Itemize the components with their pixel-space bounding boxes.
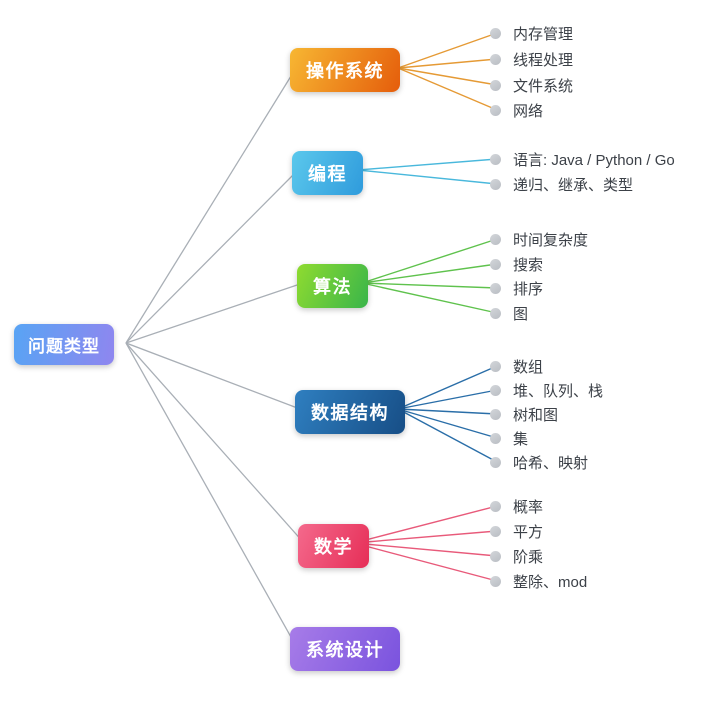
- branch-node-programming[interactable]: 编程: [292, 151, 363, 195]
- leaf-label: 排序: [513, 280, 544, 298]
- leaf-label: 线程处理: [513, 51, 574, 69]
- leaf-label: 平方: [513, 523, 544, 541]
- bullet-icon: [490, 500, 501, 512]
- bullet-icon: [490, 27, 501, 39]
- leaf-node-trees-and-graphs[interactable]: 树和图: [490, 402, 558, 426]
- leaf-node-search[interactable]: 搜索: [490, 252, 543, 276]
- bullet-icon: [490, 432, 501, 444]
- leaf-node-square[interactable]: 平方: [490, 519, 543, 543]
- leaf-label: 树和图: [513, 406, 559, 424]
- bullet-icon: [490, 178, 501, 190]
- leaf-label: 哈希、映射: [513, 454, 589, 472]
- leaf-label: 集: [513, 430, 529, 448]
- leaf-label: 堆、队列、栈: [513, 382, 604, 400]
- leaf-label: 网络: [513, 102, 544, 120]
- leaf-label: 文件系统: [513, 77, 574, 95]
- bullet-icon: [490, 384, 501, 396]
- bullet-icon: [490, 575, 501, 587]
- bullet-icon: [490, 53, 501, 65]
- leaf-node-probability[interactable]: 概率: [490, 494, 543, 518]
- bullet-icon: [490, 408, 501, 420]
- branch-node-data-structures[interactable]: 数据结构: [295, 390, 405, 434]
- branch-node-math[interactable]: 数学: [298, 524, 369, 568]
- leaf-label: 阶乘: [513, 548, 544, 566]
- leaf-node-heap-queue-stack[interactable]: 堆、队列、栈: [490, 378, 603, 402]
- bullet-icon: [490, 360, 501, 372]
- bullet-icon: [490, 456, 501, 468]
- leaf-node-file-system[interactable]: 文件系统: [490, 73, 573, 97]
- leaf-node-array[interactable]: 数组: [490, 354, 543, 378]
- branch-node-system-design[interactable]: 系统设计: [290, 627, 400, 671]
- leaf-node-divisibility-mod[interactable]: 整除、mod: [490, 569, 587, 593]
- bullet-icon: [490, 307, 501, 319]
- leaf-node-network[interactable]: 网络: [490, 98, 543, 122]
- bullet-icon: [490, 525, 501, 537]
- leaf-label: 搜索: [513, 256, 544, 274]
- leaf-node-factorial[interactable]: 阶乘: [490, 544, 543, 568]
- bullet-icon: [490, 550, 501, 562]
- leaf-node-thread-handling[interactable]: 线程处理: [490, 47, 573, 71]
- leaf-label: 整除、mod: [513, 573, 588, 591]
- branch-node-algorithms[interactable]: 算法: [297, 264, 368, 308]
- bullet-icon: [490, 153, 501, 165]
- bullet-icon: [490, 233, 501, 245]
- leaf-node-recursion-inheritance-types[interactable]: 递归、继承、类型: [490, 172, 633, 196]
- leaf-label: 数组: [513, 358, 544, 376]
- leaf-label: 时间复杂度: [513, 231, 589, 249]
- leaf-node-time-complexity[interactable]: 时间复杂度: [490, 227, 588, 251]
- bullet-icon: [490, 79, 501, 91]
- bullet-icon: [490, 282, 501, 294]
- leaf-label: 递归、继承、类型: [513, 176, 634, 194]
- leaf-node-sorting[interactable]: 排序: [490, 276, 543, 300]
- leaf-node-set[interactable]: 集: [490, 426, 528, 450]
- leaf-label: 语言: Java / Python / Go: [513, 151, 675, 169]
- bullet-icon: [490, 258, 501, 270]
- leaf-node-languages[interactable]: 语言: Java / Python / Go: [490, 147, 675, 171]
- leaf-node-hash-map[interactable]: 哈希、映射: [490, 450, 588, 474]
- bullet-icon: [490, 104, 501, 116]
- leaf-node-graph[interactable]: 图: [490, 301, 528, 325]
- root-node-problem-types[interactable]: 问题类型: [14, 324, 114, 365]
- branch-node-operating-system[interactable]: 操作系统: [290, 48, 400, 92]
- leaf-node-memory-management[interactable]: 内存管理: [490, 21, 573, 45]
- leaf-label: 概率: [513, 498, 544, 516]
- leaf-label: 图: [513, 305, 529, 323]
- leaf-label: 内存管理: [513, 25, 574, 43]
